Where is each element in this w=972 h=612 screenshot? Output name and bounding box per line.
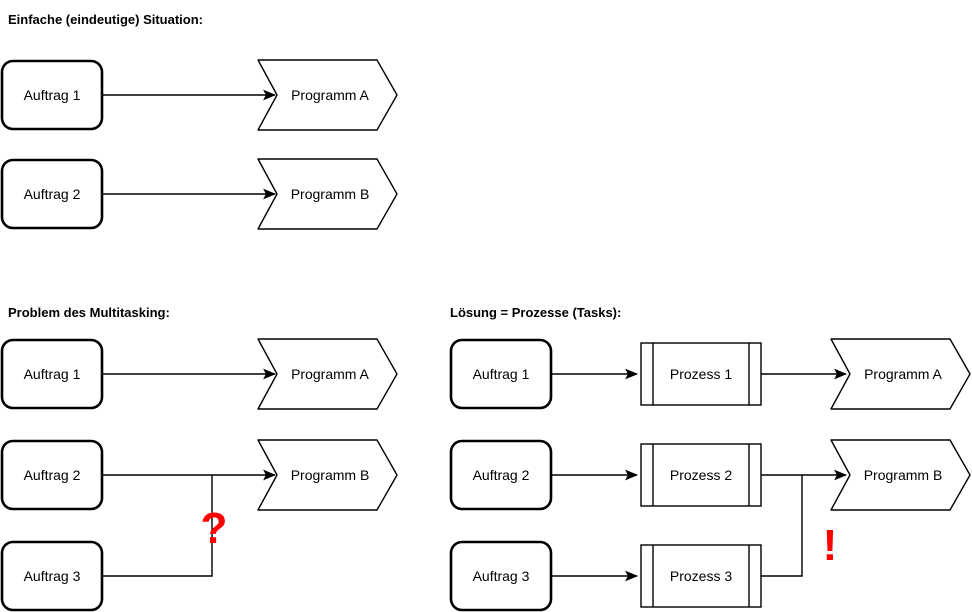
node-programm-b-label: Programm B bbox=[864, 467, 943, 483]
node-programm-b-label: Programm B bbox=[291, 467, 370, 483]
node-prozess-2-label: Prozess 2 bbox=[670, 467, 732, 483]
node-programm-a-label: Programm A bbox=[864, 366, 942, 382]
node-auftrag-1-label: Auftrag 1 bbox=[24, 87, 81, 103]
node-auftrag-2-label: Auftrag 2 bbox=[24, 467, 81, 483]
section-multitasking-problem: Problem des Multitasking: Auftrag 1 Prog… bbox=[0, 305, 398, 612]
section-title-solution: Lösung = Prozesse (Tasks): bbox=[450, 305, 621, 320]
node-programm-b bbox=[257, 439, 398, 511]
resolution-exclamation-mark: ! bbox=[823, 521, 838, 570]
section-title-simple: Einfache (eindeutige) Situation: bbox=[8, 12, 203, 27]
node-auftrag-3-label: Auftrag 3 bbox=[473, 568, 530, 584]
node-programm-b bbox=[830, 439, 971, 511]
node-auftrag-1-label: Auftrag 1 bbox=[24, 366, 81, 382]
section-title-problem: Problem des Multitasking: bbox=[8, 305, 170, 320]
node-programm-a-label: Programm A bbox=[291, 366, 369, 382]
node-programm-a bbox=[830, 338, 971, 410]
node-prozess-3-label: Prozess 3 bbox=[670, 568, 732, 584]
node-prozess-2 bbox=[640, 443, 762, 507]
node-programm-a bbox=[257, 59, 398, 131]
node-programm-b bbox=[257, 158, 398, 230]
node-auftrag-3-label: Auftrag 3 bbox=[24, 568, 81, 584]
section-solution-processes: Lösung = Prozesse (Tasks): Auftrag 1 Pro… bbox=[449, 305, 971, 612]
conflict-question-mark: ? bbox=[201, 504, 228, 553]
node-prozess-1-label: Prozess 1 bbox=[670, 366, 732, 382]
connector-prozess3-join bbox=[761, 475, 803, 577]
node-programm-a-label: Programm A bbox=[291, 87, 369, 103]
node-prozess-1 bbox=[640, 342, 762, 406]
section-simple-situation: Einfache (eindeutige) Situation: Auftrag… bbox=[0, 12, 398, 230]
node-prozess-3 bbox=[640, 544, 762, 608]
node-programm-a bbox=[257, 338, 398, 410]
node-auftrag-1-label: Auftrag 1 bbox=[473, 366, 530, 382]
connector-auftrag3-join bbox=[102, 475, 213, 577]
node-programm-b-label: Programm B bbox=[291, 186, 370, 202]
node-auftrag-2-label: Auftrag 2 bbox=[473, 467, 530, 483]
node-auftrag-2-label: Auftrag 2 bbox=[24, 186, 81, 202]
